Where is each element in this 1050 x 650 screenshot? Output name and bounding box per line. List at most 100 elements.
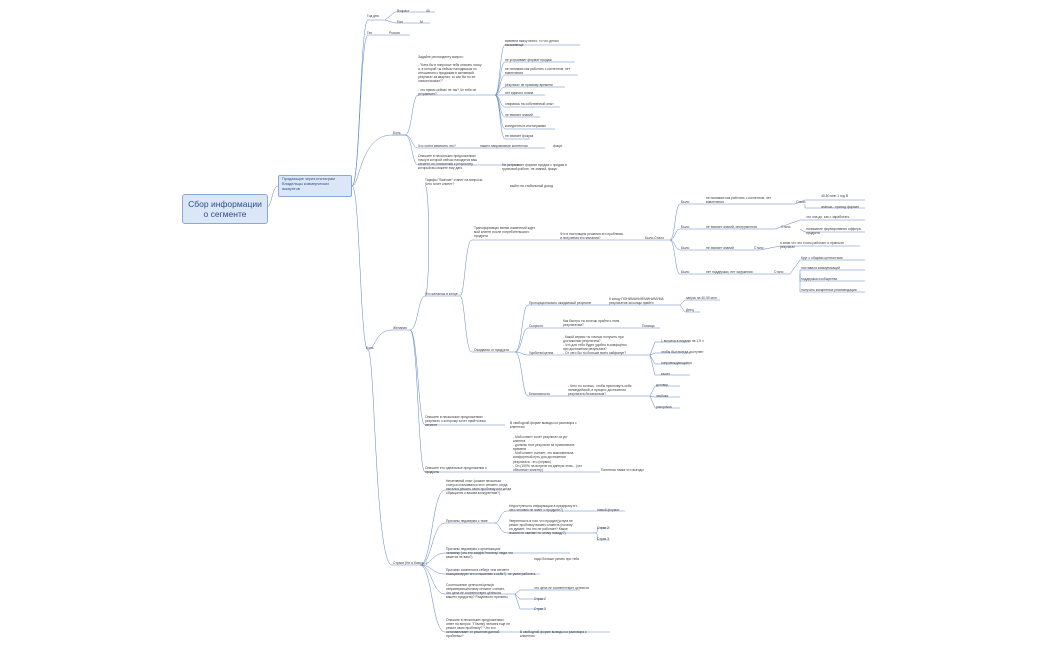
fears-reason-2-item-1[interactable]: Страх 2 — [597, 526, 609, 530]
convenience-label[interactable]: Удобство/ценна — [529, 351, 554, 355]
speed-label[interactable]: Скорость — [529, 324, 544, 328]
desires-pain-title[interactable]: Тарифы "Виз/ние" станет на вопросы: Чего… — [425, 178, 484, 187]
desires-ideal-answer[interactable]: - Мой клиент хочет результат из уст клие… — [513, 435, 583, 472]
pains-answer-4[interactable]: Не устраивает формат продаж с продаж в г… — [502, 163, 567, 172]
level-label[interactable]: Боль — [366, 346, 374, 350]
safety-item-1[interactable]: договор — [656, 383, 669, 387]
branch-4-item-1[interactable]: Круг с общими ценностями — [801, 256, 843, 260]
desires-main-question[interactable]: Что желаешь в конце... — [425, 292, 461, 296]
gender-sublabel[interactable]: Пол — [397, 20, 404, 24]
branch-4-item-4[interactable]: получить конкретные рекомендации — [801, 288, 857, 292]
convenience-question[interactable]: - Какой сервис ты хочешь получить при до… — [563, 335, 627, 356]
desires-describe-question[interactable]: Опишите в нескольких предложениях резуль… — [425, 415, 486, 428]
pains-change-answer-2[interactable]: фокус — [553, 144, 563, 148]
pain-item-2[interactable]: не устраивает формат продаж — [505, 58, 552, 62]
expect-result-answer[interactable]: К концу ПОНИМАНИЯ/МИНИМУМА результатов з… — [609, 297, 664, 306]
convenience-item-4[interactable]: кэшэт — [661, 372, 670, 376]
branch-3-became[interactable]: Стало — [754, 246, 764, 250]
branch-4-was[interactable]: Было — [681, 270, 690, 274]
fears-label[interactable]: Страхи (Не я боюсь...) — [393, 561, 428, 565]
branch-3-item-1[interactable]: я знаю что это точно работает и приносит… — [780, 241, 845, 250]
fears-self[interactable]: Причины сомнения в себе(и чем сегмент по… — [446, 568, 510, 577]
pains-question-1[interactable]: Задайте респонденту вопрос: — [418, 55, 464, 59]
fears-reason-1[interactable]: Недоступность информации в предприсутст,… — [509, 504, 578, 513]
expect-result[interactable]: Пропорционально ожидаемый результат — [529, 301, 592, 305]
fears-reason-2[interactable]: Уверенность в том, что продукт(услуга не… — [509, 519, 573, 536]
fears-reason-2-item-2[interactable]: Страх 3 — [597, 537, 609, 541]
branch-4-became[interactable]: Стало — [774, 270, 784, 274]
safety-label[interactable]: Безопасность — [529, 392, 551, 396]
fears-value-item-1[interactable]: что цена не соответствует ценности — [534, 586, 590, 590]
pain-item-3[interactable]: не понимаю как работать с контентом, нет… — [505, 67, 571, 76]
pains-change-question[interactable]: Что хотел изменить это? — [418, 144, 456, 148]
pain-item-5[interactable]: нет единого плана — [505, 91, 534, 95]
fears-trust-answer[interactable]: надо больше узнать про тебя — [534, 557, 580, 561]
speed-question[interactable]: Как быстро ты хочешь прийти к этим резул… — [563, 319, 620, 328]
branch-2-became[interactable]: Стало — [781, 225, 791, 229]
fears-value-item-3[interactable]: Страх 3 — [534, 607, 546, 611]
geo-label[interactable]: Гео — [367, 31, 373, 35]
fears-summary-question[interactable]: Опишите в нескольких предложениях ответ … — [446, 618, 510, 639]
branch-1-was[interactable]: Было — [681, 200, 690, 204]
age-label[interactable]: Год дня — [367, 14, 379, 18]
pains-question-4[interactable]: Опишите в нескольких предложениях почку … — [418, 154, 478, 171]
root-node[interactable]: Сбор информации о сегменте — [182, 194, 268, 224]
convenience-item-3[interactable]: сопровождающиеся — [661, 361, 692, 365]
fears-trust[interactable]: Причины недоверия к организации/ человек… — [446, 547, 514, 560]
age-value[interactable]: 40 — [426, 9, 430, 13]
branch-2-item-1[interactable]: что она до, как с заработать — [806, 215, 850, 219]
branch-1-item-1[interactable]: 40-50 млн 1 год В — [821, 194, 848, 198]
desires-transform[interactable]: Трансформация всеми изменений ждет мой к… — [474, 226, 535, 239]
safety-question[interactable]: - Чего ты хочешь, чтобы пресловуть себя … — [568, 384, 632, 397]
pain-item-7[interactable]: не хватает знаний — [505, 113, 533, 117]
branch-2-text[interactable]: не хватает знаний, инструментов — [706, 225, 757, 229]
safety-item-3[interactable]: рассрочка — [656, 405, 672, 409]
fears-reasons[interactable]: Причины недоверия к теме — [446, 519, 488, 523]
fears-negative[interactable]: Негативный опыт (сказан несколько статус… — [446, 479, 512, 496]
branch-1-became[interactable]: Стало — [796, 200, 806, 204]
branch-3-text[interactable]: не хватает знаний — [706, 246, 734, 250]
age-sublabel[interactable]: Возраст — [397, 9, 410, 13]
fears-value-item-2[interactable]: Страх 2 — [534, 597, 546, 601]
pain-item-8[interactable]: конкуренты в инстаграмме — [505, 124, 547, 128]
pains-question-3[interactable]: - что прямо сейчас не так? Чо тебя не ус… — [418, 88, 477, 97]
branch-2-was[interactable]: Было — [681, 225, 690, 229]
safety-item-2[interactable]: чекбока — [656, 394, 669, 398]
desires-pain-answer[interactable]: выйти на стабильный доход — [510, 184, 554, 188]
pain-item-4[interactable]: результат не прямому времени — [505, 83, 553, 87]
pains-question-2[interactable]: - "Ката бы в попросил тебя описать почку… — [418, 63, 482, 84]
convenience-item-2[interactable]: чтобы был всегда доступен — [661, 350, 704, 354]
pain-item-6[interactable]: опираюсь на собственный опыт — [505, 102, 554, 106]
expect-result-item-1[interactable]: запуск на 40-50 млн — [686, 296, 717, 300]
desires-ideal-question[interactable]: Опишите его идеальные предложения к прод… — [425, 466, 487, 475]
branch-4-item-2[interactable]: поставила коммуникаций — [801, 266, 840, 270]
expect-label[interactable]: Ожидания от продукта — [474, 348, 509, 352]
fears-reason-1-answer[interactable]: новый формат — [597, 508, 620, 512]
geo-value[interactable]: Россия — [389, 31, 400, 35]
pains-change-answer[interactable]: нашел направление контентом — [480, 144, 528, 148]
speed-answer[interactable]: Помощь — [642, 324, 655, 328]
segment-node[interactable]: Продающие через инстаграм Владельцы комм… — [278, 175, 352, 197]
gender-value[interactable]: М — [420, 20, 423, 24]
branch-4-text[interactable]: нет поддержки, нет окружения — [706, 270, 753, 274]
branch-1-text[interactable]: не понимаю как работать с контентом, нет… — [706, 196, 772, 205]
desires-label[interactable]: Желания — [393, 326, 407, 330]
branch-3-was[interactable]: Было — [681, 246, 690, 250]
fears-summary-answer[interactable]: В свободной форме выводы из разговора с … — [520, 630, 587, 639]
fears-value[interactable]: Соотношение ценности/цены(в неприверины/… — [446, 583, 508, 600]
pain-item-9[interactable]: не хватает фокуса — [505, 134, 534, 138]
convenience-item-1[interactable]: 1 встреча в неделю на 1,5 ч — [661, 339, 704, 343]
fears-self-answer[interactable]: не умею работать — [508, 572, 536, 576]
desires-before-after[interactable]: Что в настоящем решения его проблемы и п… — [560, 232, 623, 241]
desires-describe-answer[interactable]: В свободной форме выводы из разговора с … — [510, 421, 577, 430]
branch-2-item-2[interactable]: понимание формирования оффера, продукта — [806, 227, 862, 236]
expect-result-item-2[interactable]: Днец — [686, 308, 694, 312]
branch-4-item-3[interactable]: поддержка сообщества — [801, 277, 837, 281]
pains-label[interactable]: Боль — [393, 131, 401, 135]
desires-ideal-answer-2[interactable]: Понятная также что выгоды — [601, 468, 644, 472]
branch-1-item-2[interactable]: знаешь - приход формат — [821, 205, 859, 209]
pain-item-1[interactable]: времени вкачу много, то что делал вызыва… — [505, 39, 559, 48]
desires-before[interactable]: Было-Стало — [645, 236, 664, 240]
